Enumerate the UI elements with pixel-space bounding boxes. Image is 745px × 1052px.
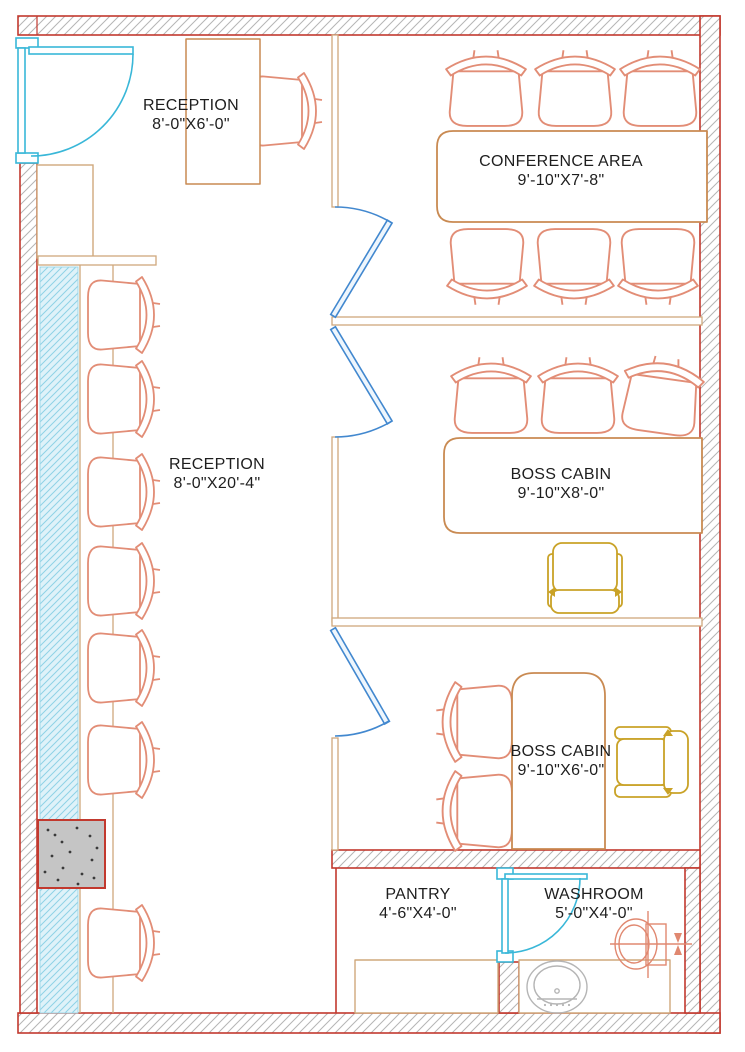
conference-chair [617, 228, 699, 306]
visitor-chair [615, 351, 708, 440]
room-label-conference: CONFERENCE AREA 9'-10"X7'-8" [479, 152, 643, 190]
room-dims: 4'-6"X4'-0" [379, 905, 457, 922]
room-name: BOSS CABIN [510, 466, 612, 483]
door-swing-arc [30, 53, 134, 157]
conference-door [329, 206, 394, 319]
room-name: BOSS CABIN [510, 743, 612, 760]
wall-top [17, 15, 721, 36]
boss-cabin-1-desk [443, 437, 703, 534]
boss-cabin-2-door [329, 626, 391, 737]
partition-corridor-lower [331, 737, 339, 851]
cabinet [36, 164, 94, 259]
door-jamb [15, 152, 39, 164]
door-leaf [501, 878, 509, 954]
door-leaf [329, 219, 394, 319]
room-name: CONFERENCE AREA [479, 153, 643, 170]
outer-walls [17, 15, 721, 1034]
conference-chair [534, 49, 616, 127]
conference-table [436, 130, 708, 223]
pantry-counter [354, 959, 499, 1014]
partition-conference-boss1 [331, 316, 703, 326]
partition-boss1-boss2 [331, 617, 703, 627]
door-swing-arc [334, 720, 390, 737]
waiting-chair [87, 542, 161, 620]
washroom-door [496, 867, 588, 963]
conference-chair [619, 49, 701, 127]
room-dims: 8'-0"X6'-0" [152, 116, 230, 133]
partition-corridor-middle [331, 436, 339, 623]
room-name: PANTRY [385, 886, 451, 903]
visitor-chair [450, 356, 532, 434]
waiting-chair [87, 629, 161, 707]
concrete-column [37, 819, 106, 889]
reception-desk [185, 38, 261, 185]
door-swing-arc [334, 206, 393, 224]
waiting-chair [87, 360, 161, 438]
door-frame [17, 47, 26, 154]
wall-pantry-washroom-divider [498, 961, 520, 1014]
conference-chair [445, 49, 527, 127]
waiting-counter-top [37, 255, 157, 266]
sofa-chair-boss2 [614, 726, 689, 798]
room-dims: 8'-0"X20'-4" [173, 475, 261, 492]
partition-corridor-upper [331, 34, 339, 208]
door-leaf [329, 626, 391, 726]
room-label-boss-cabin-1: BOSS CABIN 9'-10"X8'-0" [511, 465, 612, 503]
visitor-chair [537, 356, 619, 434]
interior-partitions [331, 34, 703, 851]
entry-door [15, 37, 134, 164]
waiting-chair [87, 453, 161, 531]
room-label-pantry: PANTRY 4'-6"X4'-0" [379, 885, 457, 923]
visitor-chair [435, 681, 513, 763]
toilet-fixture [610, 911, 692, 978]
conference-chair [446, 228, 528, 306]
visitor-chair [435, 770, 513, 852]
waiting-chair [87, 904, 161, 982]
room-label-boss-cabin-2: BOSS CABIN 9'-10"X6'-0" [511, 742, 612, 780]
executive-chair-boss1 [547, 542, 623, 614]
room-dims: 9'-10"X7'-8" [517, 172, 605, 189]
tables [185, 38, 708, 1014]
room-dims: 9'-10"X8'-0" [517, 485, 605, 502]
room-dims: 5'-0"X4'-0" [555, 905, 633, 922]
room-name: RECEPTION [142, 97, 240, 114]
glazed-partition [39, 266, 79, 1014]
room-label-washroom: WASHROOM 5'-0"X4'-0" [544, 885, 644, 923]
sink-fixture [526, 960, 588, 1014]
room-label-reception-main: RECEPTION 8'-0"X20'-4" [169, 455, 265, 493]
conference-chair [533, 228, 615, 306]
room-label-reception-entry: RECEPTION 8'-0"X6'-0" [143, 96, 239, 134]
wall-left [19, 162, 38, 1014]
room-name: WASHROOM [544, 886, 644, 903]
boss-cabin-2-desk [511, 672, 606, 850]
door-swing-arc [334, 420, 393, 438]
wall-pantry-top [331, 849, 701, 869]
wall-bottom [17, 1012, 721, 1034]
boss-cabin-1-door [329, 325, 394, 438]
door-frame [504, 873, 588, 880]
room-name: RECEPTION [168, 456, 266, 473]
door-jamb [15, 37, 39, 49]
door-leaf [28, 46, 134, 55]
room-dims: 9'-10"X6'-0" [517, 762, 605, 779]
reception-desk-chair [249, 72, 323, 150]
waiting-chair [87, 276, 161, 354]
door-leaf [329, 325, 394, 425]
door-swing-arc [504, 877, 581, 954]
wall-washroom-right [684, 867, 701, 1014]
waiting-chair [87, 721, 161, 799]
